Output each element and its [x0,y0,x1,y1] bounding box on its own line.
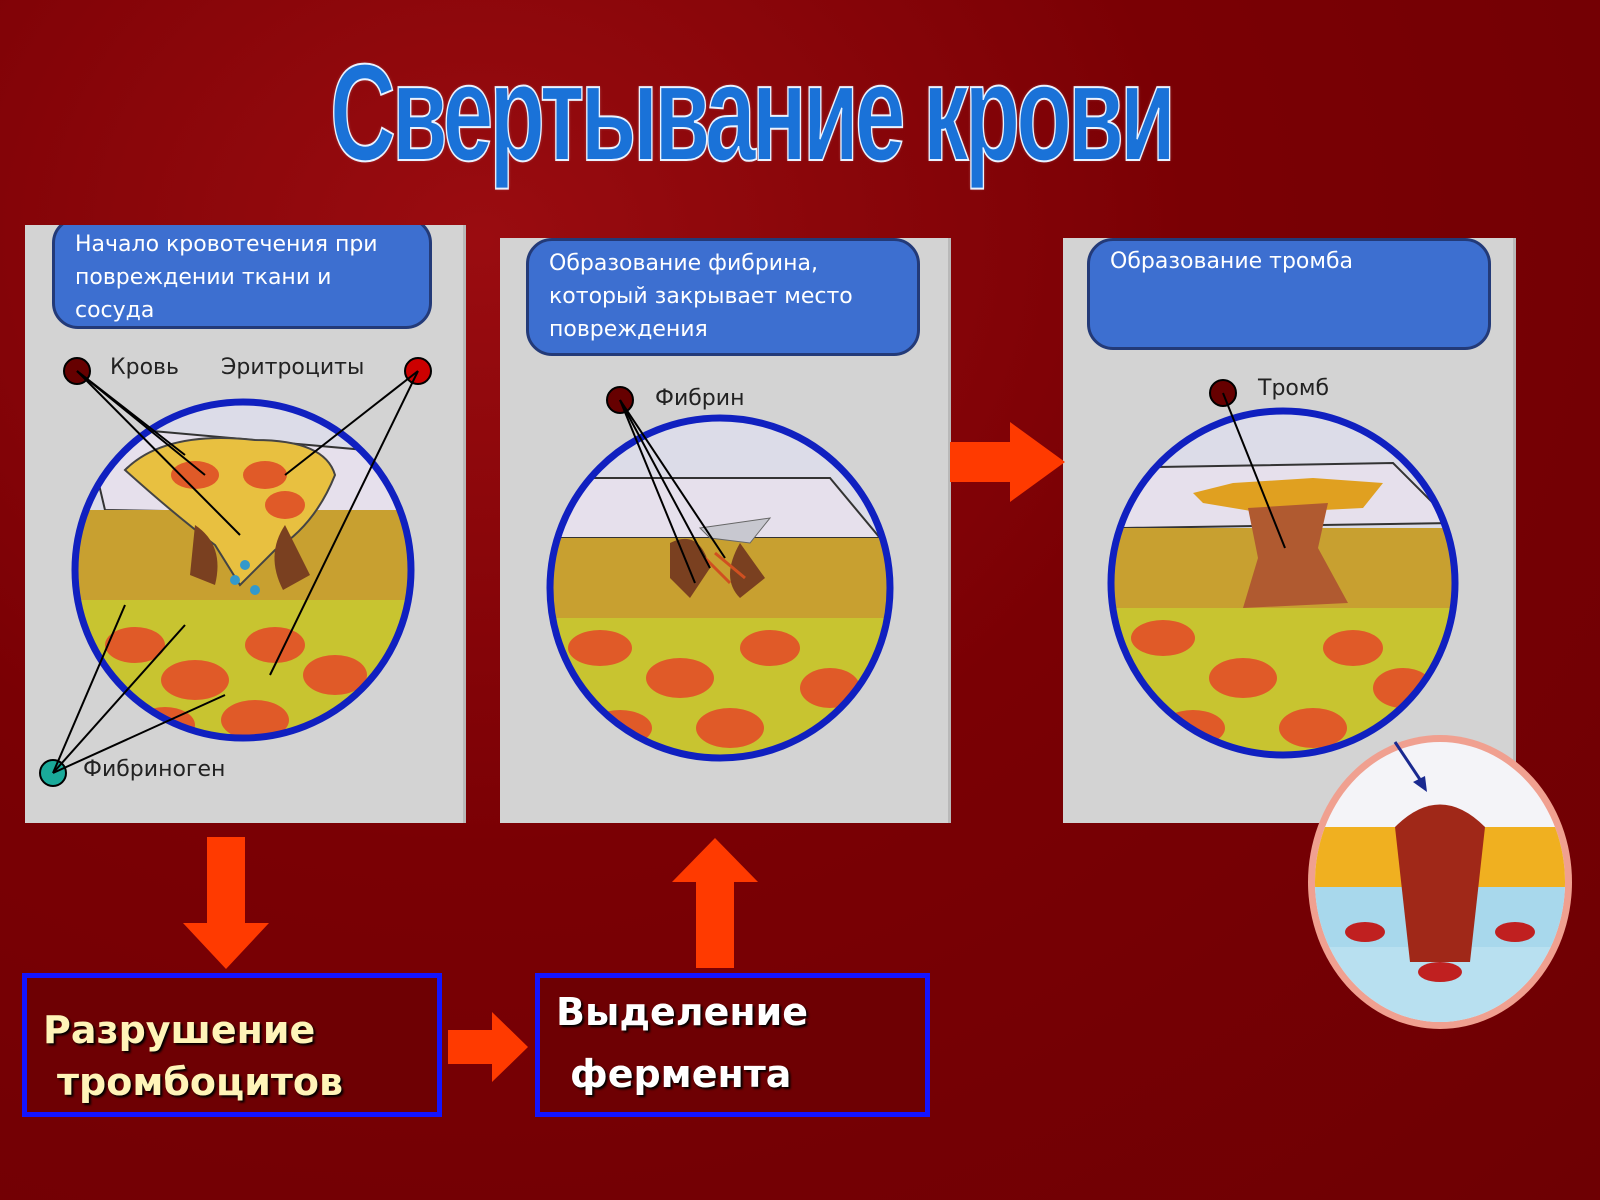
enzyme-line2: фермента [570,1052,792,1096]
panel-bleeding-start: Начало кровотечения при повреждении ткан… [25,225,466,823]
enzyme-line1: Выделение [556,990,809,1034]
slide-title: Свертывание крови [329,35,1176,191]
label-blood: Кровь [110,355,179,380]
step-enzyme-release: Выделение фермента [535,973,930,1117]
arrow-down-to-platelets [183,837,269,969]
arrow-to-thrombus [950,422,1065,502]
step-platelet-destruction: Разрушение тромбоцитов [22,973,442,1117]
label-thrombus: Тромб [1258,376,1330,401]
arrow-platelets-to-enzyme [448,1012,528,1082]
panel-thrombus-formation: Образование тромба Тромб [1063,238,1516,823]
label-erythrocytes: Эритроциты [221,355,365,380]
panel-fibrin-formation: Образование фибрина, который закрывает м… [500,238,951,823]
thrombus-illustration [1107,379,1459,759]
label-fibrinogen: Фибриноген [83,757,226,782]
wound-photo [1308,735,1572,1029]
fibrin-illustration [546,386,894,762]
platelets-line1: Разрушение [43,1008,316,1052]
panel3-caption: Образование тромба [1087,238,1491,350]
platelets-line2: тромбоцитов [57,1060,344,1104]
bleeding-illustration [39,357,432,787]
label-fibrin: Фибрин [655,386,745,411]
panel2-caption: Образование фибрина, который закрывает м… [526,238,920,356]
arrow-up-from-enzyme [672,838,758,968]
panel1-caption: Начало кровотечения при повреждении ткан… [52,225,432,329]
